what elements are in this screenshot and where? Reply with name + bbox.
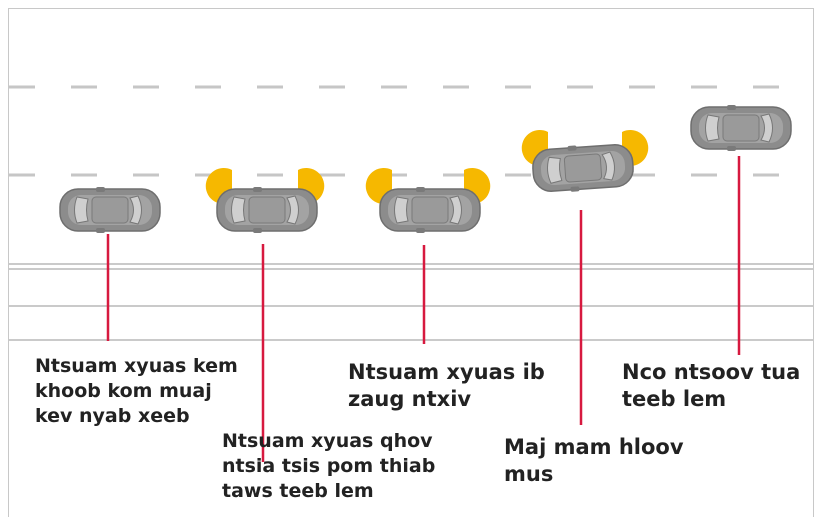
- car-icon: [216, 186, 318, 234]
- label-line: Maj mam hloov: [504, 435, 684, 459]
- label-line: Ntsuam xyuas ib: [348, 360, 545, 384]
- diagram-frame: [8, 8, 814, 517]
- label-line: ntsia tsis pom thiab: [222, 455, 436, 478]
- car-icon: [690, 104, 792, 152]
- label-line: mus: [504, 462, 554, 487]
- label-line: zaug ntxiv: [348, 387, 472, 412]
- label-line: Ntsuam xyuas qhov: [222, 430, 433, 452]
- stage-label-check-mirrors: Ntsuam xyuas kem khoob kom muaj kev nyab…: [35, 354, 238, 429]
- label-line: khoob kom muaj: [35, 380, 212, 403]
- stage-label-check-again: Ntsuam xyuas ib zaug ntxiv: [348, 359, 545, 414]
- stage-label-cancel-signal: Nco ntsoov tua teeb lem: [622, 359, 800, 414]
- stage-label-move-over: Maj mam hloov mus: [504, 434, 684, 489]
- car-icon: [379, 186, 481, 234]
- label-line: Nco ntsoov tua: [622, 360, 801, 384]
- label-line: taws teeb lem: [222, 480, 374, 503]
- label-line: Ntsuam xyuas kem: [35, 355, 238, 377]
- car-icon: [530, 140, 636, 196]
- label-line: teeb lem: [622, 387, 727, 412]
- car-icon: [59, 186, 161, 234]
- stage-label-signal: Ntsuam xyuas qhov ntsia tsis pom thiab t…: [222, 429, 435, 504]
- label-line: kev nyab xeeb: [35, 405, 190, 428]
